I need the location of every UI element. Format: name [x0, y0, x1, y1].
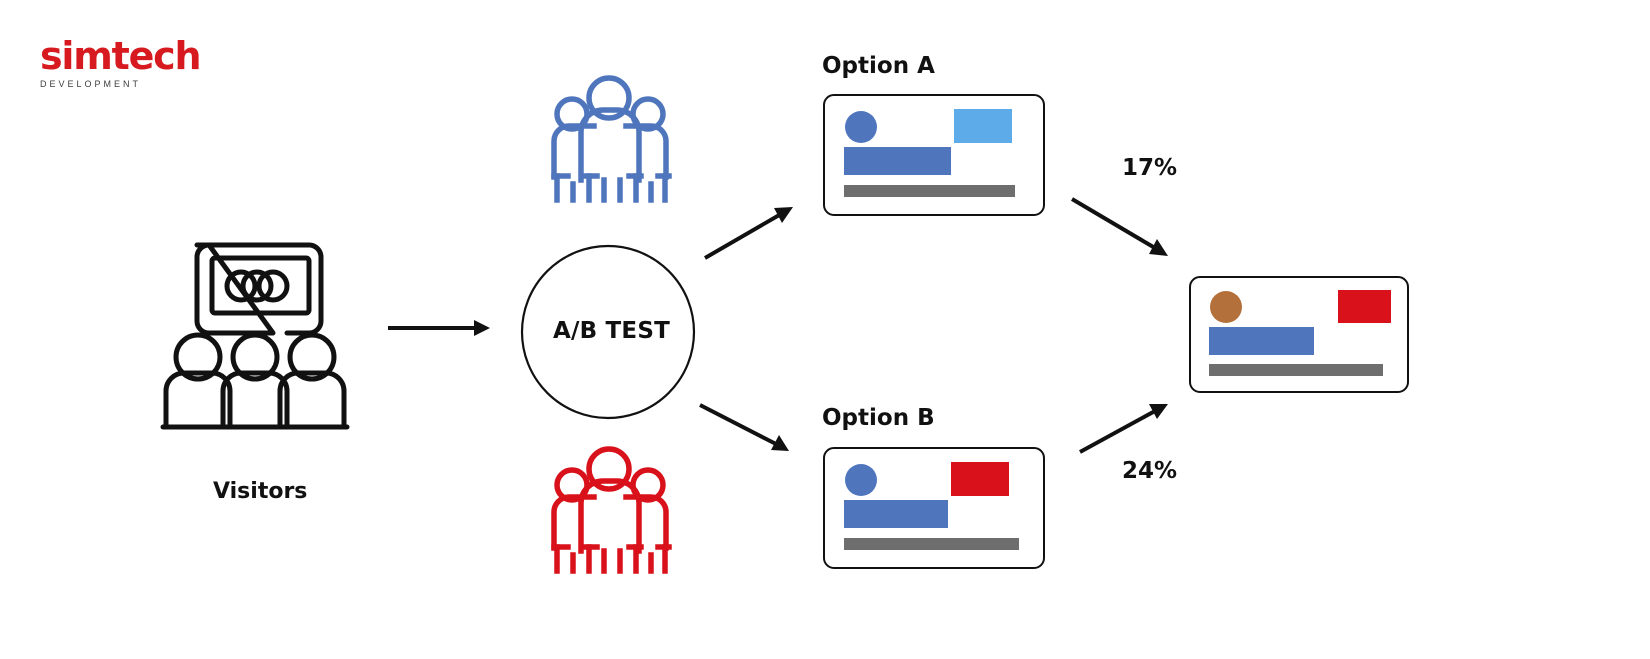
option-b-card: [823, 447, 1045, 569]
result-avatar-shape: [1210, 291, 1242, 323]
option-a-accent-shape: [954, 109, 1012, 143]
visitors-screen-icon: [194, 242, 324, 336]
visitors-audience-icon: [160, 332, 350, 430]
crowd-icon-blue: [551, 75, 672, 203]
arrow-visitors-to-abtest: [388, 320, 490, 336]
abtest-label: A/B TEST: [553, 318, 670, 344]
arrow-abtest-to-option-a: [703, 207, 793, 260]
crowd-icon-red: [551, 446, 672, 574]
result-accent-shape: [1338, 290, 1391, 323]
result-content-bar: [1209, 327, 1314, 355]
option-a-content-bar: [844, 147, 951, 175]
arrow-option-b-to-result: [1079, 404, 1168, 454]
option-a-label: Option A: [822, 53, 935, 79]
option-a-conversion-label: 17%: [1122, 155, 1178, 181]
option-a-avatar-shape: [845, 111, 877, 143]
option-b-label: Option B: [822, 405, 935, 431]
brand-tagline: DEVELOPMENT: [40, 79, 142, 89]
option-b-conversion-label: 24%: [1122, 458, 1178, 484]
abtest-circle: [520, 244, 696, 420]
result-card: [1189, 276, 1409, 393]
option-b-avatar-shape: [845, 464, 877, 496]
option-a-card: [823, 94, 1045, 216]
arrow-abtest-to-option-b: [699, 403, 789, 451]
arrow-option-a-to-result: [1070, 197, 1168, 256]
visitors-label: Visitors: [213, 479, 308, 504]
option-a-footer-bar: [844, 185, 1015, 197]
option-b-accent-shape: [951, 462, 1009, 496]
brand-logo: simtech DEVELOPMENT: [40, 34, 202, 89]
option-b-footer-bar: [844, 538, 1019, 550]
option-b-content-bar: [844, 500, 948, 528]
brand-name: simtech: [40, 34, 202, 78]
result-footer-bar: [1209, 364, 1383, 376]
